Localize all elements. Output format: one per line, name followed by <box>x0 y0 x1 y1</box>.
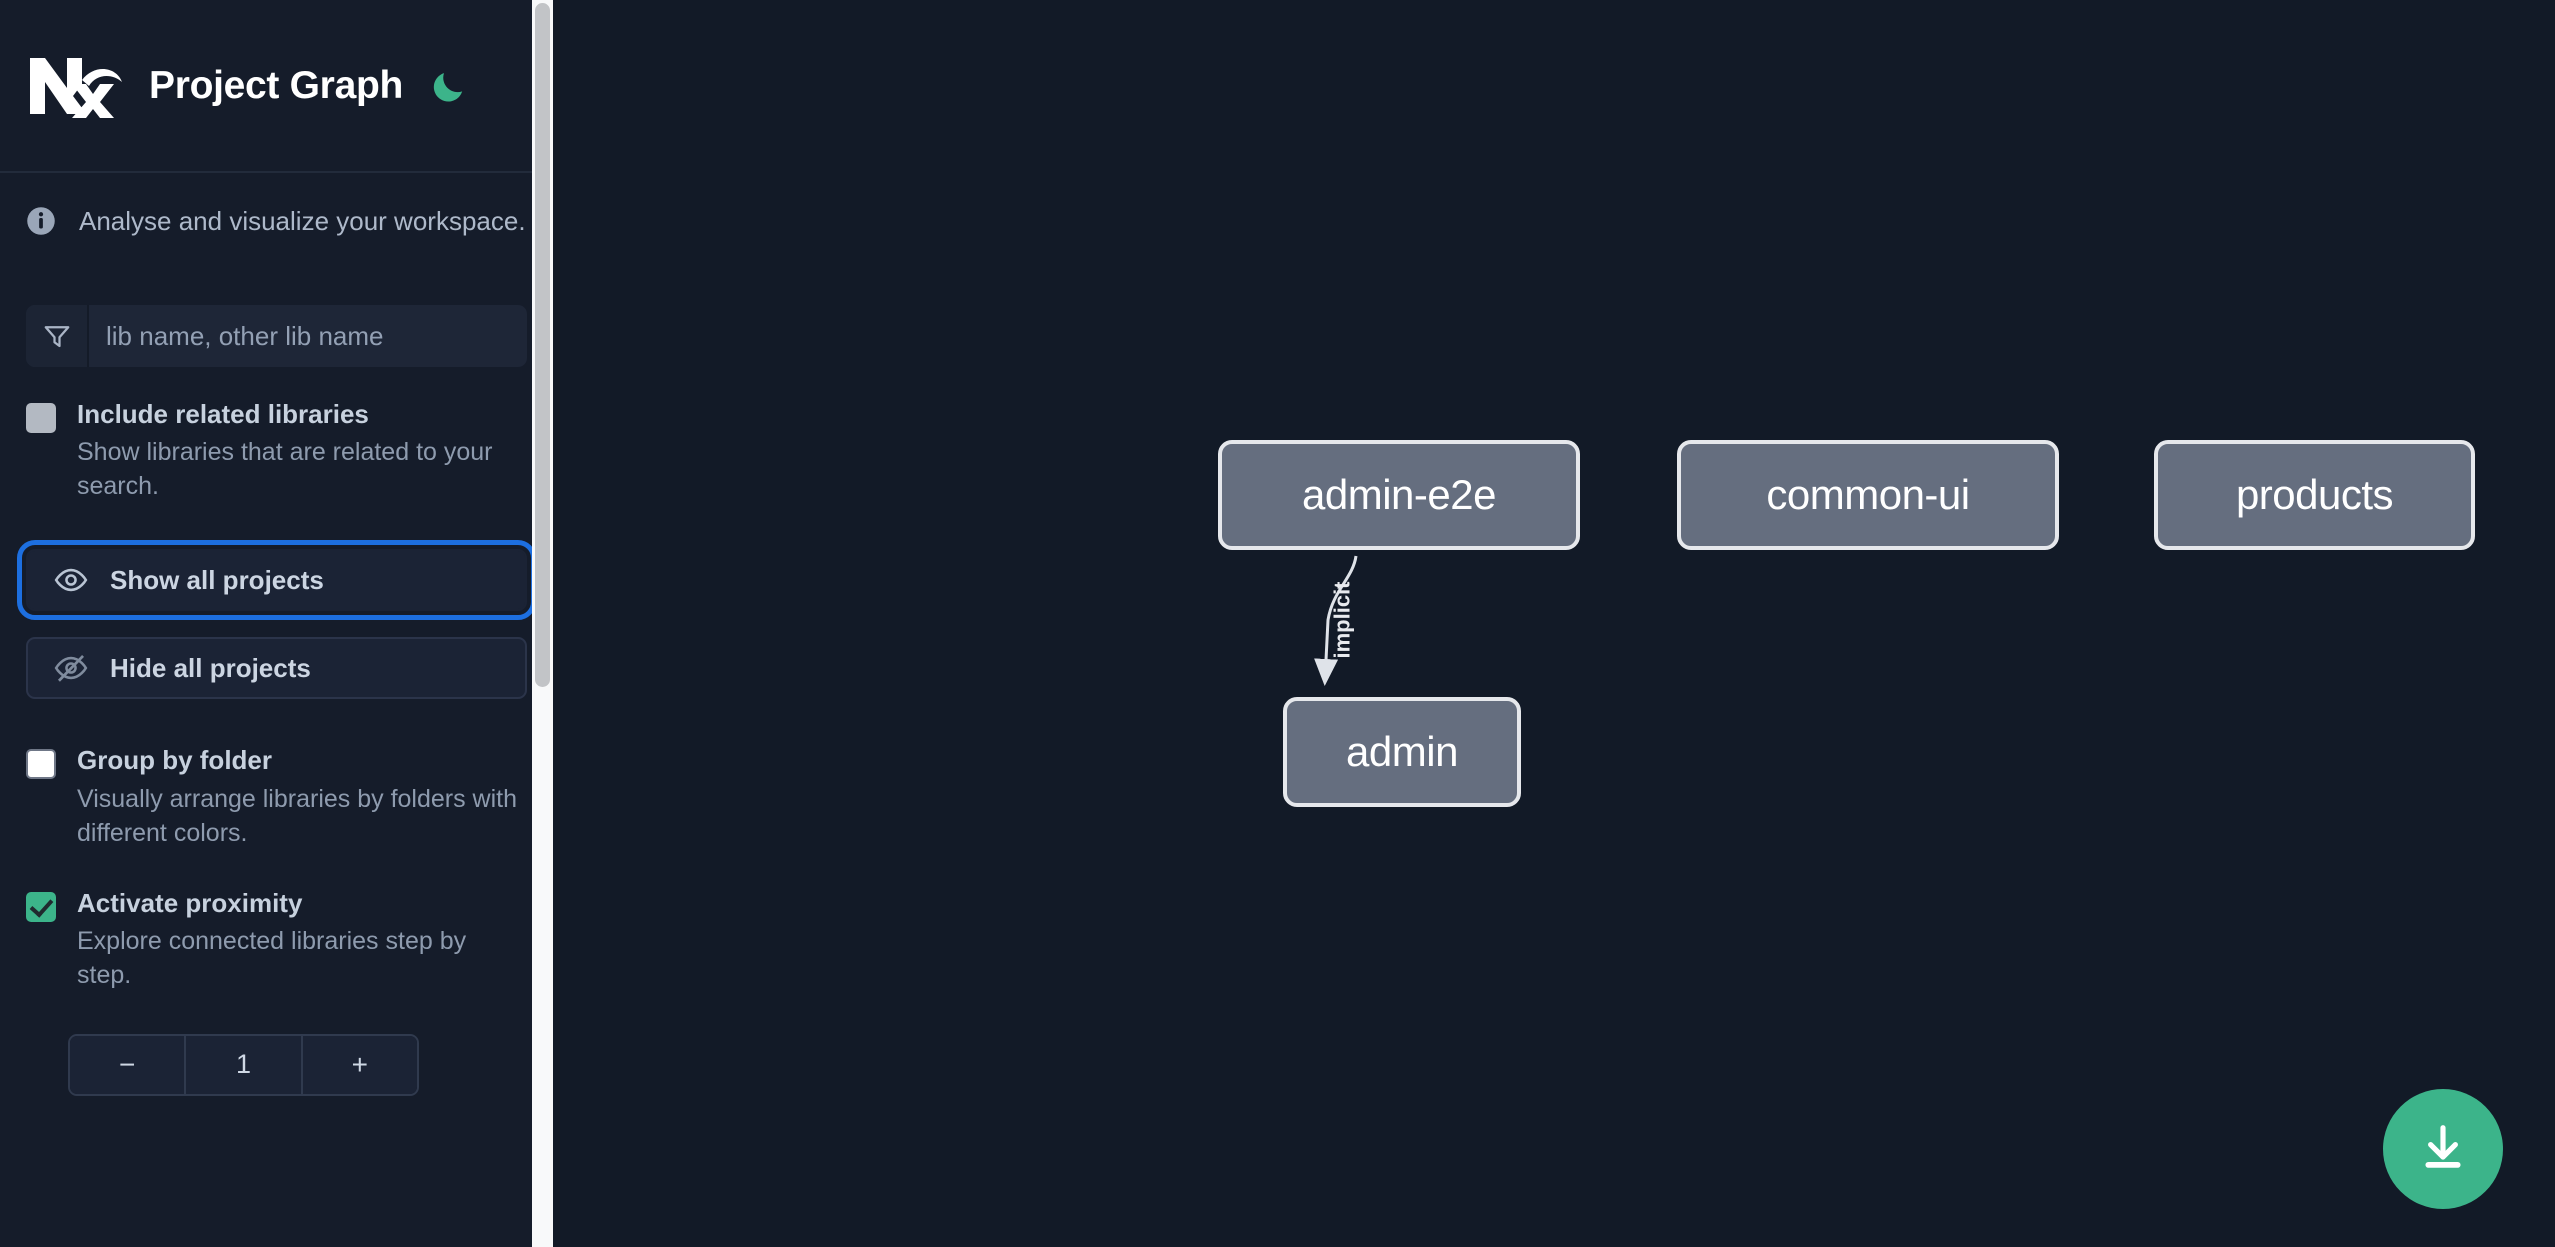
hide-all-projects-label: Hide all projects <box>110 652 311 683</box>
hide-all-projects-wrap: Hide all projects <box>26 637 527 700</box>
option-text: Group by folder Visually arrange librari… <box>77 743 517 849</box>
option-include-related-libraries[interactable]: Include related libraries Show libraries… <box>26 397 527 503</box>
sidebar-header: Project Graph <box>0 0 553 173</box>
tagline-row: Analyse and visualize your workspace. <box>0 173 553 269</box>
graph-canvas[interactable]: implicit implicit admin-e2e common-ui pr… <box>553 0 2555 1247</box>
stepper-decrement-button[interactable]: − <box>70 1035 185 1094</box>
graph-node-admin-e2e[interactable]: admin-e2e <box>1218 440 1580 550</box>
graph-node-admin[interactable]: admin <box>1283 697 1521 807</box>
show-all-projects-label: Show all projects <box>110 564 324 595</box>
show-all-projects-button[interactable]: Show all projects <box>17 540 536 621</box>
moon-icon[interactable] <box>427 65 469 107</box>
option-group-by-folder[interactable]: Group by folder Visually arrange librari… <box>26 743 527 849</box>
option-text: Include related libraries Show libraries… <box>77 397 517 503</box>
option-text: Activate proximity Explore connected lib… <box>77 886 517 992</box>
eye-slash-icon <box>54 651 88 685</box>
graph-node-label: common-ui <box>1766 471 1970 518</box>
graph-node-label: products <box>2235 471 2394 518</box>
info-icon <box>26 206 56 236</box>
sidebar-body: Include related libraries Show libraries… <box>0 305 553 1096</box>
nx-logo-icon <box>26 54 122 118</box>
option-description: Show libraries that are related to your … <box>77 438 493 501</box>
graph-node-label: admin <box>1346 728 1458 775</box>
edge-label-admin: implicit <box>1329 581 1355 659</box>
option-description: Visually arrange libraries by folders wi… <box>77 784 518 847</box>
graph-node-common-ui[interactable]: common-ui <box>1677 440 2059 550</box>
sidebar: Project Graph Analyse and visualize your… <box>0 0 553 1247</box>
proximity-stepper: − 1 + <box>68 1033 419 1096</box>
search-input[interactable] <box>89 305 527 367</box>
download-image-button[interactable] <box>2383 1089 2503 1209</box>
graph-node-label: admin-e2e <box>1302 471 1496 518</box>
sidebar-scrollbar[interactable] <box>532 0 553 1247</box>
show-all-projects-wrap: Show all projects <box>17 540 536 621</box>
option-label: Group by folder <box>77 745 272 776</box>
download-icon <box>2416 1121 2470 1178</box>
graph-edges <box>1314 555 1358 686</box>
tagline-text: Analyse and visualize your workspace. <box>79 205 526 236</box>
option-description: Explore connected libraries step by step… <box>77 926 467 989</box>
stepper-value: 1 <box>184 1035 301 1094</box>
option-label: Include related libraries <box>77 399 369 429</box>
page-title: Project Graph <box>149 63 403 107</box>
hide-all-projects-button[interactable]: Hide all projects <box>26 637 527 700</box>
option-activate-proximity[interactable]: Activate proximity Explore connected lib… <box>26 886 527 992</box>
stepper-increment-button[interactable]: + <box>300 1035 417 1094</box>
checkbox-include-related[interactable] <box>26 403 56 433</box>
search-field[interactable] <box>26 305 527 367</box>
eye-icon <box>54 563 88 597</box>
graph-node-products[interactable]: products <box>2154 440 2475 550</box>
checkbox-activate-proximity[interactable] <box>26 891 56 922</box>
option-label: Activate proximity <box>77 887 303 918</box>
filter-funnel-icon <box>26 305 89 367</box>
checkbox-group-by-folder[interactable] <box>26 749 56 780</box>
sidebar-scrollbar-thumb[interactable] <box>535 3 550 687</box>
